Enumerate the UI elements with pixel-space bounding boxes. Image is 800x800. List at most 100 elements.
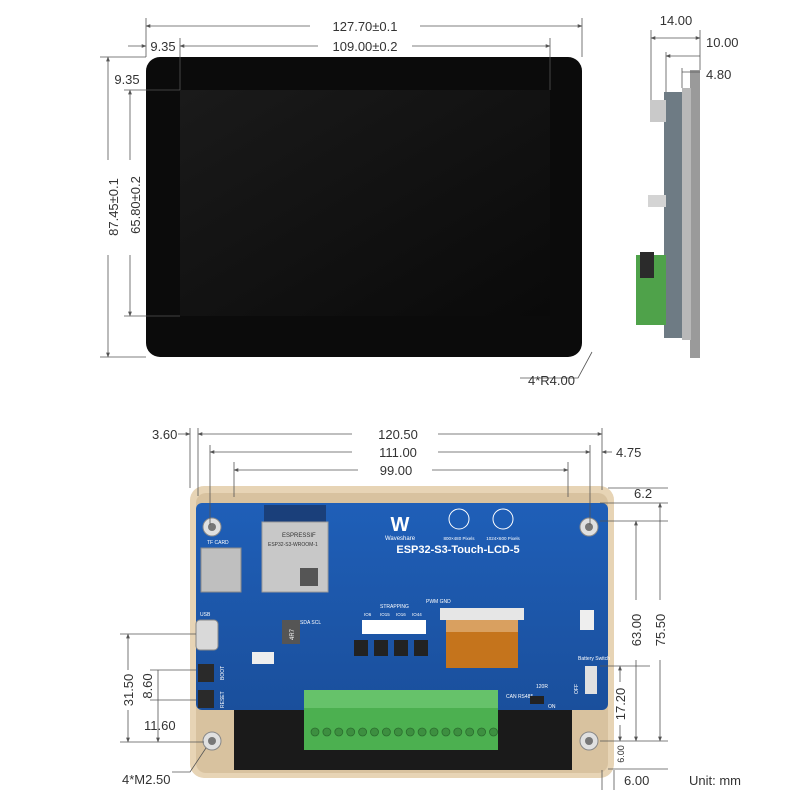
dim-w2: 111.00 xyxy=(379,445,417,460)
terminal-screw xyxy=(334,727,344,737)
waveshare-logo: W xyxy=(391,514,410,536)
terminal-screw xyxy=(310,727,320,737)
terminal-screw xyxy=(453,727,463,737)
pwm-gnd-label: PWM GND xyxy=(426,599,451,605)
back-view: ESPRESSIF ESP32-S3-WROOM-1 TF CARD USB B… xyxy=(120,427,741,790)
dim-w3: 99.00 xyxy=(380,463,413,478)
wifi-antenna xyxy=(264,505,326,525)
pin-label: IO16 xyxy=(396,612,406,617)
dim-left-bezel: 9.35 xyxy=(150,39,175,54)
res-label-b: 1024×600 Pixels xyxy=(486,536,520,541)
boot-button xyxy=(198,664,214,682)
terminal-screw xyxy=(346,727,356,737)
side-terminal-top xyxy=(640,252,654,278)
side-connector-top xyxy=(650,100,666,122)
i2c-label: SDA SCL xyxy=(300,620,321,626)
dim-w1: 120.50 xyxy=(378,427,418,442)
dim-left-h1: 31.50 xyxy=(121,674,136,707)
mount-hole xyxy=(585,523,593,531)
dip-switch xyxy=(362,620,426,634)
board-model: ESP32-S3-Touch-LCD-5 xyxy=(396,544,519,556)
unit-label: Unit: mm xyxy=(689,773,741,788)
usb-c-port xyxy=(195,619,219,651)
boot-label: BOOT xyxy=(220,666,226,680)
terminal-screw xyxy=(358,727,368,737)
dim-left-h2: 8.60 xyxy=(140,673,155,698)
terminal-screw xyxy=(477,727,487,737)
dim-overall-width: 127.70±0.1 xyxy=(333,19,398,34)
dim-h-outer: 75.50 xyxy=(653,614,668,647)
dim-right-offset: 4.75 xyxy=(616,445,641,460)
side-panel xyxy=(682,88,691,340)
terminal-screw xyxy=(417,727,427,737)
ic-chip xyxy=(394,640,408,656)
terminal-screw xyxy=(441,727,451,737)
side-glass xyxy=(690,70,700,358)
mount-hole xyxy=(585,737,593,745)
terminal-screw xyxy=(489,727,498,737)
dim-top-bezel: 9.35 xyxy=(114,72,139,87)
dim-h-inner: 63.00 xyxy=(629,614,644,647)
dim-bottom-offset: 6.00 xyxy=(616,745,626,763)
terminal-screw xyxy=(429,727,439,737)
dim-total-depth: 14.00 xyxy=(660,13,693,28)
pin-label: IO44 xyxy=(412,612,422,617)
res-jumper-b xyxy=(492,508,514,530)
tf-card-label: TF CARD xyxy=(207,540,229,546)
usb-label: USB xyxy=(200,612,211,618)
terminal-screw xyxy=(381,727,391,737)
dim-overall-height: 87.45±0.1 xyxy=(106,178,121,236)
reset-button xyxy=(198,690,214,708)
dim-h-switch: 17.20 xyxy=(613,688,628,721)
bottom-connector xyxy=(252,652,274,664)
terminal-screw xyxy=(393,727,403,737)
strapping-label: STRAPPING xyxy=(380,604,409,610)
brand-name: Waveshare xyxy=(385,536,416,542)
dim-depth-b: 4.80 xyxy=(706,67,731,82)
dim-depth-a: 10.00 xyxy=(706,35,739,50)
on-label: ON xyxy=(548,704,556,710)
can-rs485-label: CAN RS485 xyxy=(506,694,533,700)
inductor xyxy=(282,620,300,644)
module-qr xyxy=(300,568,318,586)
mount-hole xyxy=(208,523,216,531)
dim-bottom-right: 6.00 xyxy=(624,773,649,788)
dim-screen-width: 109.00±0.2 xyxy=(333,39,398,54)
front-view: 127.70±0.1 109.00±0.2 9.35 9.35 87.45±0.… xyxy=(100,18,593,388)
battery-switch xyxy=(585,666,597,694)
side-connector xyxy=(580,610,594,630)
module-brand: ESPRESSIF xyxy=(282,533,316,539)
pin-label: IO15 xyxy=(380,612,390,617)
terminal-screw xyxy=(322,727,332,737)
dim-left-offset: 3.60 xyxy=(152,427,177,442)
ffc-cable-tab xyxy=(446,620,518,632)
dim-left-h3: 11.60 xyxy=(144,718,176,733)
res-label-a: 800×480 Pixels xyxy=(444,536,476,541)
off-label: OFF xyxy=(574,684,580,694)
ic-chip xyxy=(414,640,428,656)
dim-screen-height: 65.80±0.2 xyxy=(128,176,143,234)
terminal-block-top xyxy=(304,690,498,708)
tf-card-slot xyxy=(200,547,242,593)
side-view: 14.00 10.00 4.80 xyxy=(636,13,739,358)
terminal-screw xyxy=(405,727,415,737)
dim-corner-radius: 4*R4.00 xyxy=(528,373,575,388)
active-area xyxy=(180,90,550,316)
side-connector-mid xyxy=(648,195,666,207)
terminal-screw xyxy=(465,727,475,737)
terminal-screw xyxy=(370,727,379,737)
module-part: ESP32-S3-WROOM-1 xyxy=(268,542,318,548)
reset-label: RESET xyxy=(220,691,226,708)
res-jumper-a xyxy=(448,508,470,530)
ffc-connector xyxy=(440,608,524,620)
battery-switch-label: Battery Switch xyxy=(578,656,610,662)
pin-label: IO6 xyxy=(364,612,372,617)
terminal-screws xyxy=(310,727,498,737)
can-jumper xyxy=(530,696,544,704)
dim-mount-holes: 4*M2.50 xyxy=(122,772,170,787)
side-pcb xyxy=(664,92,682,338)
res-120-label: 120R xyxy=(536,684,548,690)
mount-hole xyxy=(208,737,216,745)
inductor-label: 4R7 xyxy=(290,628,296,640)
